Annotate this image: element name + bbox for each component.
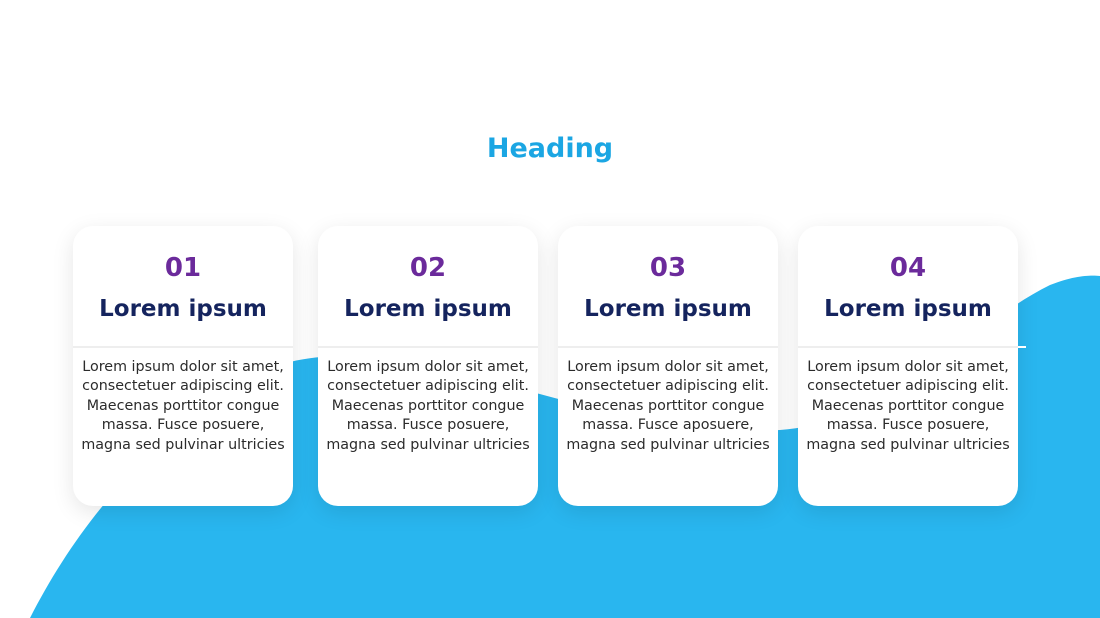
card-text: Lorem ipsum dolor sit amet, consectetuer… bbox=[81, 359, 285, 453]
card-04: 04 Lorem ipsum Lorem ipsum dolor sit ame… bbox=[798, 226, 1018, 506]
card-title: Lorem ipsum bbox=[824, 296, 992, 322]
card-title: Lorem ipsum bbox=[584, 296, 752, 322]
card-number: 01 bbox=[164, 253, 202, 283]
card-text: Lorem ipsum dolor sit amet, consectetuer… bbox=[806, 359, 1010, 453]
card-divider bbox=[558, 346, 778, 348]
card-02: 02 Lorem ipsum Lorem ipsum dolor sit ame… bbox=[318, 226, 538, 506]
card-number: 04 bbox=[889, 253, 927, 283]
card-01: 01 Lorem ipsum Lorem ipsum dolor sit ame… bbox=[73, 226, 293, 506]
card-divider bbox=[318, 346, 538, 348]
card-text: Lorem ipsum dolor sit amet, consectetuer… bbox=[566, 359, 770, 453]
card-title: Lorem ipsum bbox=[99, 296, 267, 322]
card-number: 03 bbox=[649, 253, 687, 283]
card-title: Lorem ipsum bbox=[344, 296, 512, 322]
card-text: Lorem ipsum dolor sit amet, consectetuer… bbox=[326, 359, 530, 453]
card-divider bbox=[73, 346, 293, 348]
divider-extension bbox=[1018, 346, 1026, 348]
card-divider bbox=[798, 346, 1018, 348]
slide-heading: Heading bbox=[486, 133, 614, 164]
card-number: 02 bbox=[409, 253, 447, 283]
card-03: 03 Lorem ipsum Lorem ipsum dolor sit ame… bbox=[558, 226, 778, 506]
